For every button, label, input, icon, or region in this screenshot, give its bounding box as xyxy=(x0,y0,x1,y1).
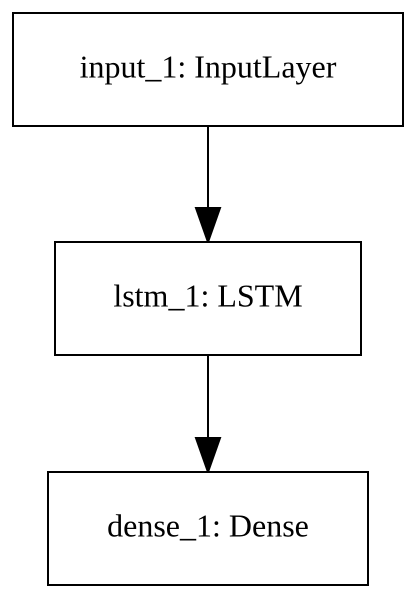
node-lstm-1-label: lstm_1: LSTM xyxy=(113,277,302,313)
edge-lstm-1-to-dense-1 xyxy=(194,355,222,476)
edge-input-1-to-lstm-1 xyxy=(194,126,222,246)
node-lstm-1: lstm_1: LSTM xyxy=(54,241,362,356)
edge-input-1-to-lstm-1-arrowhead xyxy=(194,207,222,246)
node-input-1-label: input_1: InputLayer xyxy=(80,48,337,84)
node-input-1: input_1: InputLayer xyxy=(12,12,404,127)
node-input-1-box xyxy=(12,12,404,127)
node-dense-1-label: dense_1: Dense xyxy=(107,507,309,543)
node-lstm-1-box xyxy=(54,241,362,356)
node-dense-1-box xyxy=(47,471,369,586)
edge-lstm-1-to-dense-1-arrowhead xyxy=(194,437,222,476)
node-dense-1: dense_1: Dense xyxy=(47,471,369,586)
